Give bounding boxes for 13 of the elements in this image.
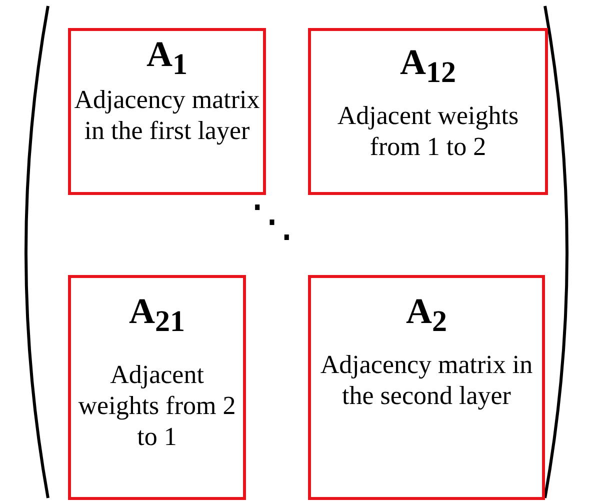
block-title: A$_{21}$ [129, 292, 185, 340]
block-title: A$_{12}$ [400, 43, 456, 92]
block-title: A$_{2}$ [406, 292, 447, 340]
ellipsis: ⋱ [250, 200, 294, 244]
block-description: Adjacent weights from 2 to 1 [77, 359, 237, 452]
matrix-block [68, 275, 246, 500]
block-description: Adjacency matrix in the second layer [319, 349, 534, 412]
block-title: A$_{1}$ [146, 35, 188, 84]
matrix-block [308, 275, 545, 500]
block-description: Adjacent weights from 1 to 2 [336, 100, 520, 162]
matrix-block [68, 28, 266, 195]
matrix-block [308, 28, 548, 195]
block-description: Adjacency matrix in the first layer [73, 84, 261, 146]
